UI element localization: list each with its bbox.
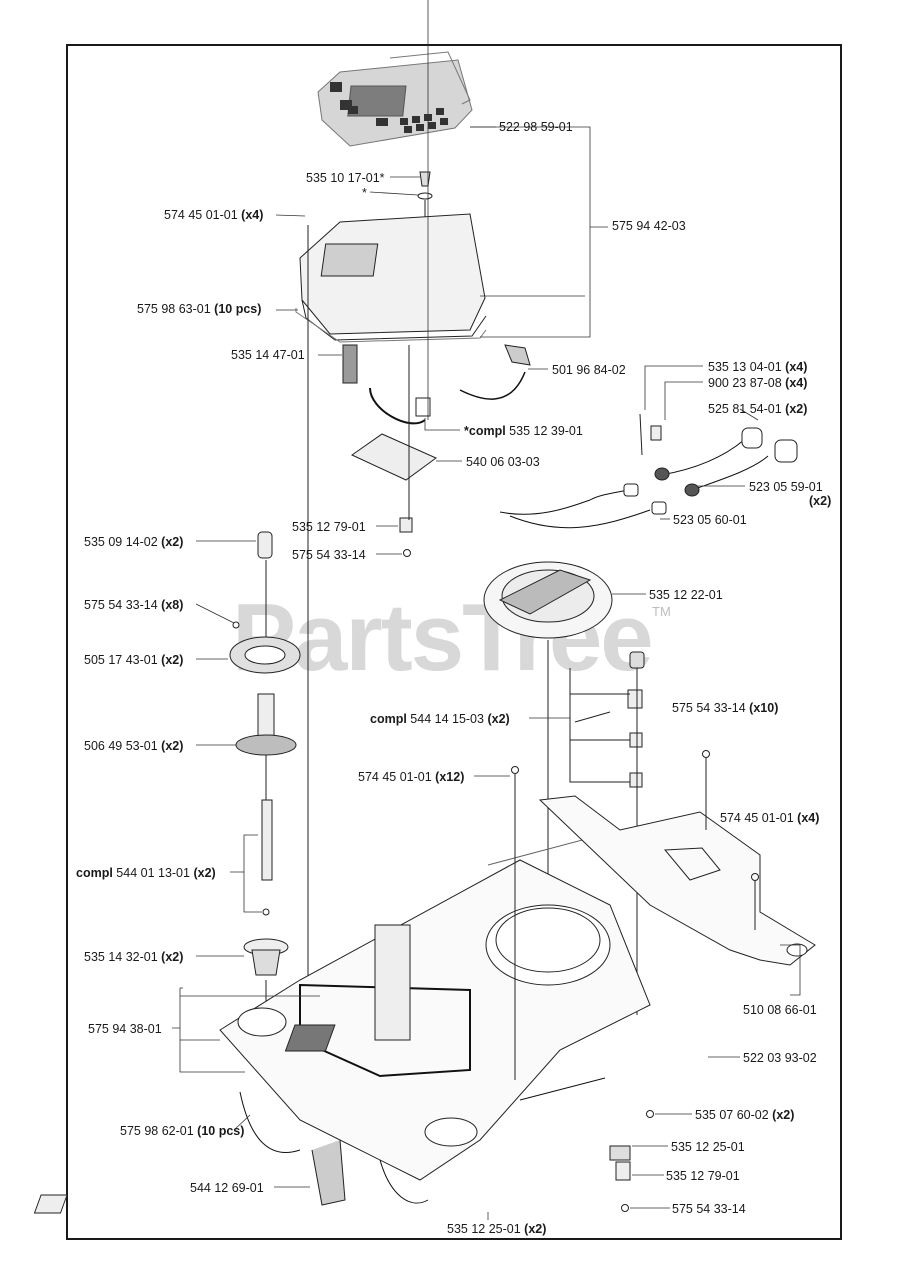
part-label-575-98-63-01: 575 98 63-01 (10 pcs) — [137, 302, 262, 316]
part-label-535-12-25-01: 535 12 25-01 — [671, 1140, 745, 1154]
part-label-575-94-42-03: 575 94 42-03 — [612, 219, 686, 233]
part-label-575-94-38-01: 575 94 38-01 — [88, 1022, 162, 1036]
part-label-522-03-93-02: 522 03 93-02 — [743, 1051, 817, 1065]
part-label-574-45-01-01-x4-right: 574 45 01-01 (x4) — [720, 811, 820, 825]
part-label-575-54-33-14-bottom: 575 54 33-14 — [672, 1202, 746, 1216]
part-label-535-14-47-01: 535 14 47-01 — [231, 348, 305, 362]
part-label-535-12-22-01: 535 12 22-01 — [649, 588, 723, 602]
leader-lines — [172, 0, 801, 1220]
part-label-asterisk: * — [362, 186, 367, 200]
part-label-540-06-03-03: 540 06 03-03 — [466, 455, 540, 469]
part-label-535-14-32-01: 535 14 32-01 (x2) — [84, 950, 184, 964]
cover-lid — [483, 561, 613, 945]
watermark-tm: TM — [652, 604, 671, 619]
part-label-535-12-25-01-x2: 535 12 25-01 (x2) — [447, 1222, 547, 1236]
part-label-574-45-01-01-x4-top: 574 45 01-01 (x4) — [164, 208, 264, 222]
part-label-544-14-15-03: compl 544 14 15-03 (x2) — [370, 712, 510, 726]
part-label-523-05-60-01: 523 05 60-01 — [673, 513, 747, 527]
part-label-574-45-01-01-x12: 574 45 01-01 (x12) — [358, 770, 465, 784]
part-label-535-09-14-02: 535 09 14-02 (x2) — [84, 535, 184, 549]
keypad-display — [317, 51, 473, 147]
part-label-535-07-60-02: 535 07 60-02 (x2) — [695, 1108, 795, 1122]
part-label-544-01-13-01: compl 544 01 13-01 (x2) — [76, 866, 216, 880]
part-label-544-12-69-01: 544 12 69-01 — [190, 1181, 264, 1195]
diagram-frame — [66, 44, 842, 1240]
part-label-525-81-54-01: 525 81 54-01 (x2) — [708, 402, 808, 416]
chassis — [219, 829, 711, 1206]
part-label-505-17-43-01: 505 17 43-01 (x2) — [84, 653, 184, 667]
sleeve-stack — [569, 651, 645, 1015]
part-label-575-54-33-14-top: 575 54 33-14 — [292, 548, 366, 562]
part-label-523-05-59-01-qty: (x2) — [809, 494, 832, 508]
mounting-plate — [538, 795, 816, 966]
sensor-cables — [499, 413, 798, 529]
part-label-900-23-87-08: 900 23 87-08 (x4) — [708, 376, 808, 390]
part-label-501-96-84-02: 501 96 84-02 — [552, 363, 626, 377]
part-label-575-54-33-14-x8: 575 54 33-14 (x8) — [84, 598, 184, 612]
part-label-523-05-59-01: 523 05 59-01 — [749, 480, 823, 494]
part-label-575-98-62-01: 575 98 62-01 (10 pcs) — [120, 1124, 245, 1138]
left-part-stack — [229, 531, 301, 1040]
part-label-535-10-17-01: 535 10 17-01* — [306, 171, 385, 185]
part-label-510-08-66-01: 510 08 66-01 — [743, 1003, 817, 1017]
part-label-506-49-53-01: 506 49 53-01 (x2) — [84, 739, 184, 753]
part-label-535-12-39-01: *compl 535 12 39-01 — [464, 424, 583, 438]
part-label-535-12-79-01-top: 535 12 79-01 — [292, 520, 366, 534]
part-label-535-13-04-01: 535 13 04-01 (x4) — [708, 360, 808, 374]
part-label-535-12-79-01-bottom: 535 12 79-01 — [666, 1169, 740, 1183]
part-label-522-98-59-01: 522 98 59-01 — [499, 120, 573, 134]
upper-housing — [295, 213, 487, 384]
part-label-575-54-33-14-x10: 575 54 33-14 (x10) — [672, 701, 779, 715]
